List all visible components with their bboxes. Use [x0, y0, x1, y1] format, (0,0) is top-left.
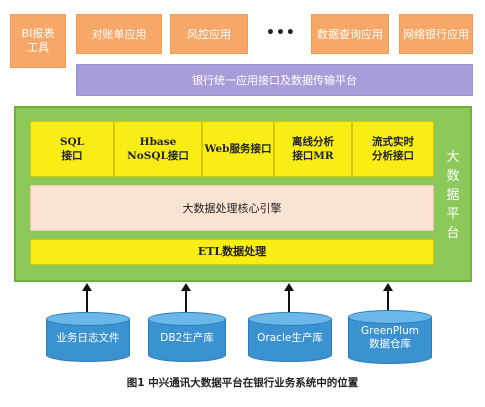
app-box-risk-control: 风控应用 — [170, 14, 248, 54]
platform-label-char: 据 — [446, 188, 460, 203]
app-box-data-query: 数据查询应用 — [311, 14, 389, 54]
unified-interface-platform-bar: 银行统一应用接口及数据传输平台 — [76, 64, 473, 96]
arrow-up-oracle — [284, 283, 294, 312]
database-db2: DB2生产库 — [148, 312, 226, 362]
platform-label-char: 大 — [446, 150, 460, 165]
app-box-online-banking: 网络银行应用 — [399, 14, 473, 54]
arrow-up-logs — [82, 283, 92, 312]
interface-hbase-nosql: Hbase NoSQL接口 — [114, 121, 202, 177]
database-oracle: Oracle生产库 — [248, 312, 332, 362]
core-processing-engine: 大数据处理核心引擎 — [30, 185, 434, 231]
bi-tool-line-1: BI报表 — [21, 27, 55, 40]
database-business-logs: 业务日志文件 — [46, 312, 130, 362]
interface-offline-mr: 离线分析 接口MR — [274, 121, 352, 177]
database-label: DB2生产库 — [160, 332, 214, 344]
database-label: Oracle生产库 — [257, 332, 323, 344]
database-label: GreenPlum 数据仓库 — [361, 325, 419, 350]
platform-label-char: 数 — [446, 169, 460, 184]
bi-tool-line-2: 工具 — [27, 41, 49, 54]
etl-processing-bar: ETL数据处理 — [30, 239, 434, 265]
arrow-up-db2 — [181, 283, 191, 312]
database-label: 业务日志文件 — [56, 332, 120, 344]
ellipsis-dots: ••• — [266, 25, 296, 41]
database-greenplum: GreenPlum 数据仓库 — [348, 310, 432, 364]
platform-label-char: 台 — [446, 226, 460, 241]
arrow-up-greenplum — [383, 283, 393, 312]
bi-report-tool-box: BI报表 工具 — [10, 14, 66, 68]
app-box-statement: 对账单应用 — [76, 14, 162, 54]
big-data-platform-label: 大 数 据 平 台 — [441, 148, 465, 243]
platform-label-char: 平 — [446, 207, 460, 222]
figure-caption: 图1 中兴通讯大数据平台在银行业务系统中的位置 — [126, 377, 359, 389]
interface-web-service: Web服务接口 — [202, 121, 274, 177]
interface-stream-realtime: 流式实时 分析接口 — [352, 121, 434, 177]
interface-sql: SQL 接口 — [30, 121, 114, 177]
